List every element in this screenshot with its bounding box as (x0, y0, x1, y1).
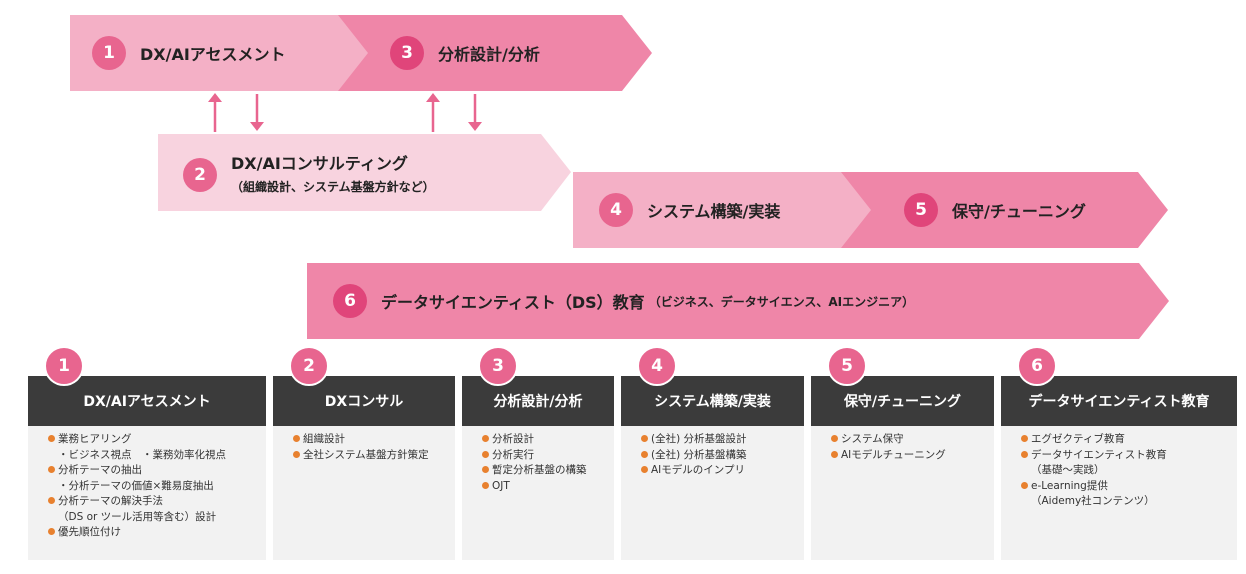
list-item: (全社) 分析基盤設計 (641, 432, 798, 448)
card-body: (全社) 分析基盤設計 (全社) 分析基盤構築 AIモデルのインプリ (621, 426, 804, 560)
card-body: 業務ヒアリング ・ビジネス視点 ・業務効率化視点 分析テーマの抽出 ・分析テーマ… (28, 426, 266, 560)
detail-card-5: 5 保守/チューニング システム保守 AIモデルチューニング (811, 340, 994, 562)
phase-title: 分析設計/分析 (438, 45, 540, 64)
list-item: 分析テーマの解決手法 (48, 494, 260, 510)
detail-card-1: 1 DX/AIアセスメント 業務ヒアリング ・ビジネス視点 ・業務効率化視点 分… (28, 340, 266, 562)
detail-card-2: 2 DXコンサル 組織設計 全社システム基盤方針策定 (273, 340, 455, 562)
list-item: 分析設計 (482, 432, 608, 448)
list-item: （基礎～実践） (1031, 464, 1105, 476)
phase-arrow-6: 6 データサイエンティスト（DS）教育 （ビジネス、データサイエンス、AIエンジ… (307, 263, 1169, 339)
list-item: ・ビジネス視点 ・業務効率化視点 (58, 448, 226, 461)
phase-arrow-4: 4 システム構築/実装 (573, 172, 871, 248)
card-number-badge: 3 (478, 346, 518, 386)
list-item: データサイエンティスト教育 (1021, 448, 1231, 464)
phase-title: DX/AIコンサルティング (231, 154, 408, 173)
phase-number-badge: 1 (92, 36, 126, 70)
list-item: 分析テーマの抽出 (48, 463, 260, 479)
list-item: エグゼクティブ教育 (1021, 432, 1231, 448)
phase-number-badge: 5 (904, 193, 938, 227)
list-item: 分析実行 (482, 448, 608, 464)
detail-card-6: 6 データサイエンティスト教育 エグゼクティブ教育 データサイエンティスト教育 … (1001, 340, 1237, 562)
phase-arrow-3: 3 分析設計/分析 (330, 15, 652, 91)
card-number-badge: 1 (44, 346, 84, 386)
phase-title: 保守/チューニング (952, 202, 1086, 221)
list-item: 全社システム基盤方針策定 (293, 448, 449, 464)
list-item: AIモデルのインプリ (641, 463, 798, 479)
card-number-badge: 4 (637, 346, 677, 386)
phase-number-badge: 2 (183, 157, 217, 192)
list-item: (全社) 分析基盤構築 (641, 448, 798, 464)
list-item: 組織設計 (293, 432, 449, 448)
card-body: エグゼクティブ教育 データサイエンティスト教育 （基礎～実践） e-Learni… (1001, 426, 1237, 560)
list-item: （DS or ツール活用等含む）設計 (58, 510, 217, 523)
card-body: 分析設計 分析実行 暫定分析基盤の構築 OJT (462, 426, 614, 560)
list-item: AIモデルチューニング (831, 448, 988, 464)
list-item: （Aidemy社コンテンツ） (1031, 495, 1155, 507)
phase-subtitle: （組織設計、システム基盤方針など） (231, 180, 435, 194)
list-item: システム保守 (831, 432, 988, 448)
phase-title: DX/AIアセスメント (140, 45, 286, 64)
card-number-badge: 5 (827, 346, 867, 386)
phase-title: システム構築/実装 (647, 202, 781, 221)
bidirectional-arrow-icon (426, 93, 482, 132)
bidirectional-arrow-icon (208, 93, 264, 132)
card-title: 分析設計/分析 (462, 376, 614, 426)
phase-arrow-2: 2 DX/AIコンサルティング （組織設計、システム基盤方針など） (158, 134, 571, 211)
card-number-badge: 6 (1017, 346, 1057, 386)
list-item: 優先順位付け (48, 525, 260, 541)
phase-arrow-5: 5 保守/チューニング (836, 172, 1168, 248)
list-item: ・分析テーマの価値×難易度抽出 (58, 479, 214, 492)
phase-number-badge: 4 (599, 193, 633, 227)
phase-arrow-1: 1 DX/AIアセスメント (70, 15, 368, 91)
list-item: e-Learning提供 (1021, 479, 1231, 495)
detail-card-4: 4 システム構築/実装 (全社) 分析基盤設計 (全社) 分析基盤構築 AIモデ… (621, 340, 804, 562)
list-item: 暫定分析基盤の構築 (482, 463, 608, 479)
list-item: 業務ヒアリング (48, 432, 260, 448)
phase-number-badge: 6 (333, 284, 367, 318)
card-body: 組織設計 全社システム基盤方針策定 (273, 426, 455, 560)
phase-title: データサイエンティスト（DS）教育 (381, 293, 645, 312)
detail-card-3: 3 分析設計/分析 分析設計 分析実行 暫定分析基盤の構築 OJT (462, 340, 614, 562)
phase-number-badge: 3 (390, 36, 424, 70)
card-body: システム保守 AIモデルチューニング (811, 426, 994, 560)
card-number-badge: 2 (289, 346, 329, 386)
list-item: OJT (482, 479, 608, 495)
phase-subtitle: （ビジネス、データサイエンス、AIエンジニア） (648, 294, 915, 309)
